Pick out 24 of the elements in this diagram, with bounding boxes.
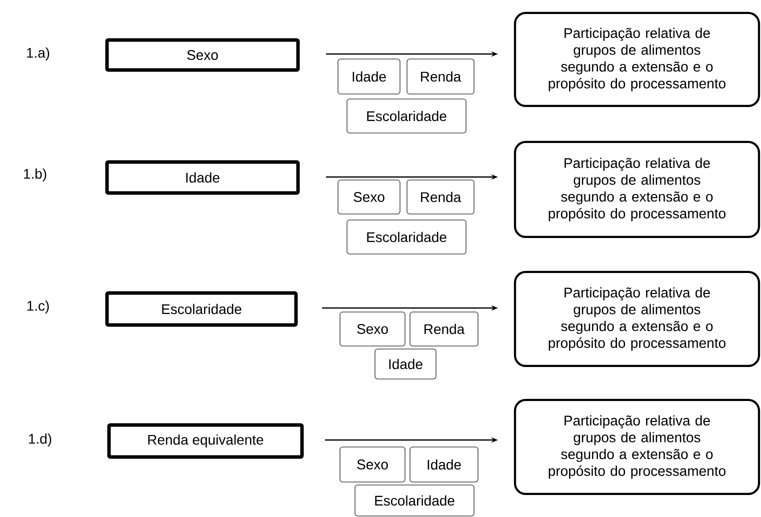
row-label: 1.b): [24, 168, 46, 182]
covariate-box: Escolaridade: [346, 98, 466, 134]
outcome-box: Participação relativa de grupos de alimentos segundo a extensão e o propósito do processamento: [514, 12, 760, 108]
outcome-box: Participação relativa de grupos de alimentos segundo a extensão e o propósito do processamento: [514, 398, 760, 496]
exposure-box: Renda equivalente: [107, 423, 304, 459]
covariate-box: Sexo: [340, 312, 406, 346]
exposure-box: Sexo: [105, 38, 300, 72]
row-label: 1.a): [27, 47, 50, 61]
row-label: 1.d): [29, 433, 52, 447]
covariate-box: Idade: [374, 348, 436, 380]
covariate-box: Sexo: [338, 180, 400, 214]
covariate-box: Renda: [406, 58, 474, 94]
covariate-box: Escolaridade: [346, 220, 466, 254]
covariate-box: Renda: [410, 312, 478, 346]
exposure-box: Idade: [105, 160, 300, 195]
covariate-box: Renda: [406, 180, 474, 214]
covariate-box: Escolaridade: [354, 484, 474, 516]
outcome-box: Participação relativa de grupos de alimentos segundo a extensão e o propósito do processamento: [514, 270, 760, 368]
outcome-box: Participação relativa de grupos de alimentos segundo a extensão e o propósito do processamento: [514, 140, 760, 238]
exposure-box: Escolaridade: [105, 291, 298, 327]
covariate-box: Idade: [338, 58, 400, 94]
covariate-box: Sexo: [340, 446, 406, 482]
covariate-box: Idade: [410, 446, 478, 482]
row-label: 1.c): [27, 300, 49, 314]
